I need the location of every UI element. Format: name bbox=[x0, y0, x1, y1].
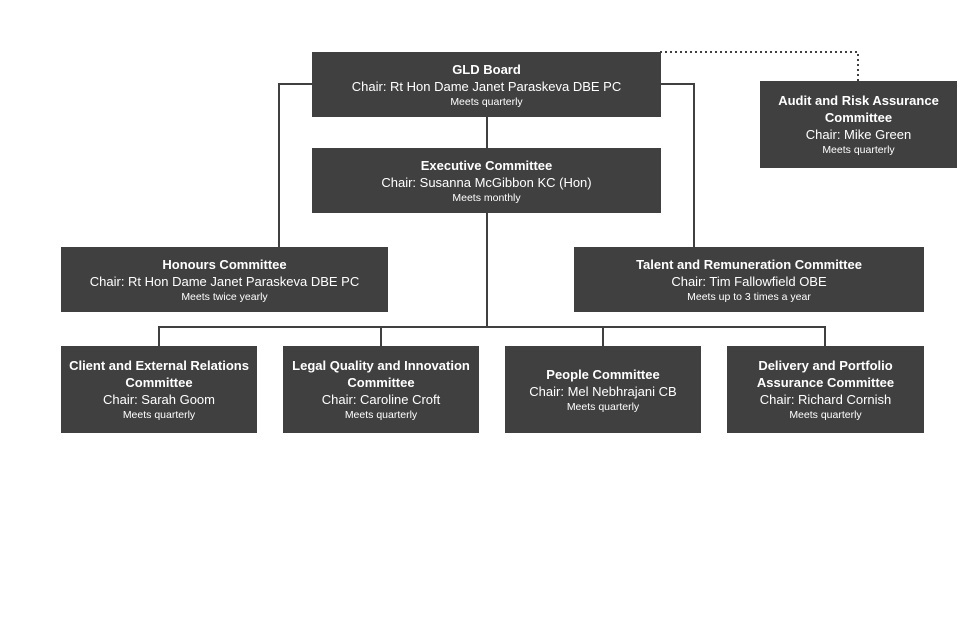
legal-quality-chair: Chair: Caroline Croft bbox=[321, 392, 441, 407]
talent-remuneration-box: Talent and Remuneration Committee Chair:… bbox=[574, 247, 924, 312]
executive-committee-box: Executive Committee Chair: Susanna McGib… bbox=[312, 148, 661, 213]
talent-remuneration-meets: Meets up to 3 times a year bbox=[687, 290, 811, 303]
audit-risk-box: Audit and Risk Assurance Committee Chair… bbox=[760, 81, 957, 168]
board-talent-connector bbox=[660, 83, 695, 247]
gld-board-chair: Chair: Rt Hon Dame Janet Paraskeva DBE P… bbox=[351, 78, 622, 94]
delivery-portfolio-chair: Chair: Richard Cornish bbox=[759, 392, 892, 407]
people-committee-meets: Meets quarterly bbox=[566, 400, 640, 413]
board-audit-dotted-connector bbox=[660, 51, 859, 81]
people-committee-box: People Committee Chair: Mel Nebhrajani C… bbox=[505, 346, 701, 433]
legal-quality-title: Legal Quality and Innovation Committee bbox=[292, 358, 470, 390]
executive-committee-chair: Chair: Susanna McGibbon KC (Hon) bbox=[381, 174, 592, 190]
delivery-portfolio-meets: Meets quarterly bbox=[789, 409, 862, 421]
gld-board-box: GLD Board Chair: Rt Hon Dame Janet Paras… bbox=[312, 52, 661, 117]
client-external-box: Client and External Relations Committee … bbox=[61, 346, 257, 433]
executive-committee-meets: Meets monthly bbox=[452, 191, 521, 204]
honours-committee-title: Honours Committee bbox=[162, 256, 287, 272]
people-committee-title: People Committee bbox=[546, 366, 660, 382]
executive-committee-title: Executive Committee bbox=[420, 157, 553, 173]
talent-remuneration-title: Talent and Remuneration Committee bbox=[636, 256, 862, 272]
honours-committee-meets: Meets twice yearly bbox=[181, 290, 268, 303]
client-external-title: Client and External Relations Committee bbox=[69, 358, 249, 390]
talent-remuneration-chair: Chair: Tim Fallowfield OBE bbox=[671, 273, 827, 289]
audit-risk-chair: Chair: Mike Green bbox=[805, 127, 912, 142]
gld-board-title: GLD Board bbox=[452, 61, 521, 77]
delivery-portfolio-title: Delivery and Portfolio Assurance Committ… bbox=[756, 358, 895, 390]
people-committee-chair: Chair: Mel Nebhrajani CB bbox=[529, 383, 677, 399]
honours-committee-chair: Chair: Rt Hon Dame Janet Paraskeva DBE P… bbox=[89, 273, 360, 289]
delivery-portfolio-box: Delivery and Portfolio Assurance Committ… bbox=[727, 346, 924, 433]
client-external-meets: Meets quarterly bbox=[122, 409, 196, 421]
gld-board-meets: Meets quarterly bbox=[450, 95, 523, 108]
audit-risk-meets: Meets quarterly bbox=[822, 144, 895, 156]
legal-quality-meets: Meets quarterly bbox=[344, 409, 418, 421]
board-honours-connector bbox=[278, 83, 313, 247]
client-external-chair: Chair: Sarah Goom bbox=[103, 392, 215, 407]
audit-risk-title: Audit and Risk Assurance Committee bbox=[778, 93, 939, 125]
honours-committee-box: Honours Committee Chair: Rt Hon Dame Jan… bbox=[61, 247, 388, 312]
legal-quality-box: Legal Quality and Innovation Committee C… bbox=[283, 346, 479, 433]
